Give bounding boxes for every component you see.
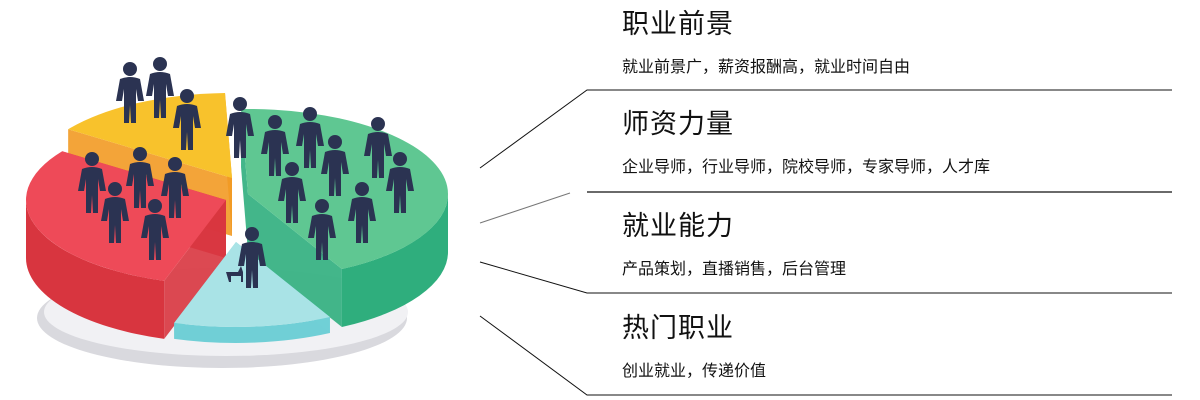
dog-icon xyxy=(226,266,243,282)
person-figure xyxy=(238,227,266,288)
section-title: 职业前景 xyxy=(622,9,734,40)
section-subtitle: 就业前景广，薪资报酬高，就业时间自由 xyxy=(622,57,911,76)
person-figure xyxy=(146,57,174,118)
person-figure xyxy=(296,107,324,168)
section-title: 师资力量 xyxy=(622,109,734,140)
person-figure xyxy=(386,152,414,213)
section-employability: 就业能力 产品策划，直播销售，后台管理 xyxy=(622,210,846,280)
slice-red-side xyxy=(26,200,165,339)
slice-green-edge xyxy=(248,194,342,328)
person-figure xyxy=(364,117,392,178)
person-figure xyxy=(78,152,106,213)
connector-line-4 xyxy=(479,315,1172,396)
pie-chart-illustration xyxy=(25,57,448,368)
person-figure xyxy=(278,162,306,223)
connector-line-3 xyxy=(479,261,1172,294)
connector-line-2 xyxy=(479,192,571,224)
section-faculty: 师资力量 企业导师，行业导师，院校导师，专家导师，人才库 xyxy=(622,108,990,178)
section-subtitle: 产品策划，直播销售，后台管理 xyxy=(622,259,847,278)
connector-line-1 xyxy=(479,89,1172,169)
person-figure xyxy=(141,199,169,260)
person-figure xyxy=(173,89,201,150)
person-figure xyxy=(126,147,154,208)
section-title: 就业能力 xyxy=(622,211,734,242)
slice-cyan-side xyxy=(174,317,330,343)
person-figure xyxy=(261,115,289,176)
person-figure xyxy=(226,97,254,158)
person-figure xyxy=(321,135,349,196)
slice-green-side xyxy=(341,194,448,328)
slice-cyan-top xyxy=(174,242,330,328)
section-subtitle: 创业就业，传递价值 xyxy=(622,361,767,380)
person-figure xyxy=(101,182,129,243)
section-career-prospects: 职业前景 就业前景广，薪资报酬高，就业时间自由 xyxy=(622,8,910,78)
section-hot-jobs: 热门职业 创业就业，传递价值 xyxy=(622,312,766,382)
slice-green-top xyxy=(241,109,448,270)
section-title: 热门职业 xyxy=(622,313,734,344)
person-figure xyxy=(161,157,189,218)
person-figure xyxy=(116,62,144,123)
section-subtitle: 企业导师，行业导师，院校导师，专家导师，人才库 xyxy=(622,157,991,176)
person-figure xyxy=(348,182,376,243)
person-figure xyxy=(308,199,336,260)
